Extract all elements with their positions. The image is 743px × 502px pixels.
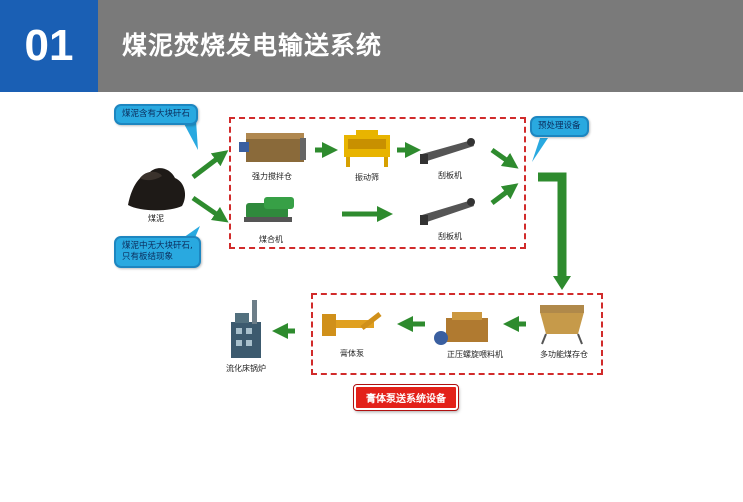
paste-pump-icon (322, 312, 382, 336)
label-screw-feeder: 正压螺旋喂料机 (447, 350, 503, 359)
boiler-icon (231, 300, 261, 358)
scraper-conveyor-1-icon (420, 138, 475, 164)
page-title: 煤泥焚烧发电输送系统 (122, 31, 383, 60)
section-number: 01 (0, 0, 98, 92)
label-scraper-2: 刮板机 (438, 232, 462, 241)
vibrating-screen-icon (344, 130, 390, 167)
callout-pretreatment: 预处理设备 (530, 116, 589, 137)
arrow-scraper1-out (490, 147, 519, 169)
callout-tail-pretreat (532, 138, 548, 162)
connector-to-storage (538, 172, 567, 276)
storage-bin-icon (540, 305, 584, 345)
callout-large-gangue: 煤泥含有大块矸石 (114, 104, 199, 125)
arrow-sludge-to-mixer (191, 150, 229, 179)
coal-machine-icon (244, 197, 294, 222)
label-scraper-1: 刮板机 (438, 171, 462, 180)
callout-tail-top (182, 120, 198, 150)
arrow-sludge-to-coal-machine (191, 195, 229, 223)
callout-no-large-gangue: 煤泥中无大块矸石, 只有板结现象 (114, 236, 201, 268)
label-boiler: 流化床锅炉 (226, 364, 266, 373)
label-paste-pump: 膏体泵 (340, 349, 364, 358)
mixer-icon (239, 133, 306, 162)
label-screen: 振动筛 (355, 173, 379, 182)
pumping-group-box (311, 293, 603, 375)
label-sludge: 煤泥 (148, 214, 164, 223)
arrow-scraper2-out (490, 183, 519, 205)
sludge-pile-icon (128, 168, 186, 211)
pretreatment-group-box (229, 117, 526, 249)
header-bar (0, 0, 743, 92)
paste-pump-system-button: 膏体泵送系统设备 (353, 384, 459, 411)
scraper-conveyor-2-icon (420, 198, 475, 225)
label-storage-bin: 多功能煤存仓 (540, 350, 588, 359)
label-mixer: 强力搅拌仓 (252, 172, 292, 181)
screw-feeder-icon (434, 312, 488, 345)
label-coal-machine: 煤合机 (259, 235, 283, 244)
